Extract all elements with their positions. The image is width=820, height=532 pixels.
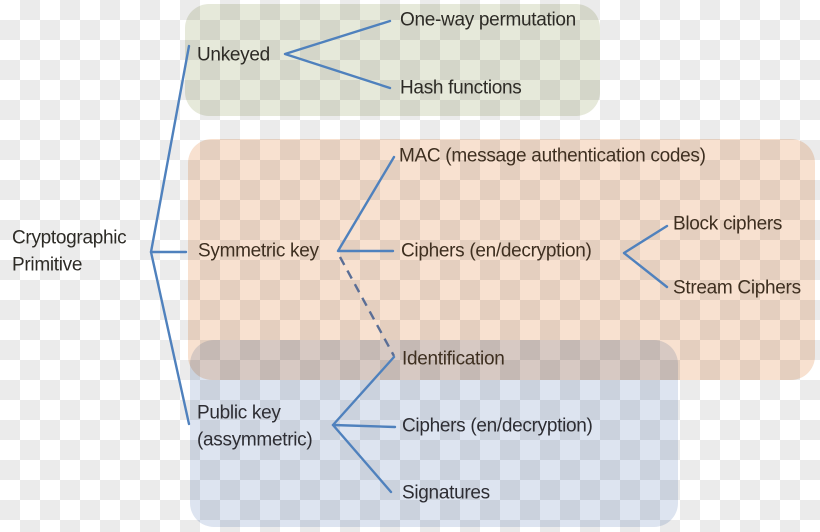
- node-identification: Identification: [402, 348, 505, 370]
- group-box-unkeyed: [185, 4, 600, 116]
- node-mac: MAC (message authentication codes): [399, 145, 706, 167]
- node-ciphers-symmetric: Ciphers (en/decryption): [401, 240, 592, 262]
- node-signatures: Signatures: [402, 482, 490, 504]
- dashed-link-symmetric-to-identification: [338, 256, 396, 357]
- group-box-public-key: [190, 340, 678, 527]
- group-box-symmetric-key: [188, 139, 815, 380]
- node-cryptographic-primitive: Cryptographic Primitive: [12, 227, 127, 275]
- root-branches: [149, 44, 191, 426]
- node-block-ciphers: Block ciphers: [673, 213, 783, 235]
- ciphers-branches: [622, 224, 669, 289]
- node-public-key: Public key (assymmetric): [197, 402, 313, 450]
- node-unkeyed: Unkeyed: [197, 44, 270, 66]
- node-one-way-permutation: One-way permutation: [400, 9, 576, 31]
- public-key-branches: [331, 355, 397, 494]
- unkeyed-branches: [283, 19, 392, 90]
- node-stream-ciphers: Stream Ciphers: [673, 277, 801, 299]
- node-ciphers-public: Ciphers (en/decryption): [402, 415, 593, 437]
- node-hash-functions: Hash functions: [400, 77, 522, 99]
- node-symmetric-key: Symmetric key: [198, 240, 319, 262]
- symmetric-branches: [336, 155, 396, 357]
